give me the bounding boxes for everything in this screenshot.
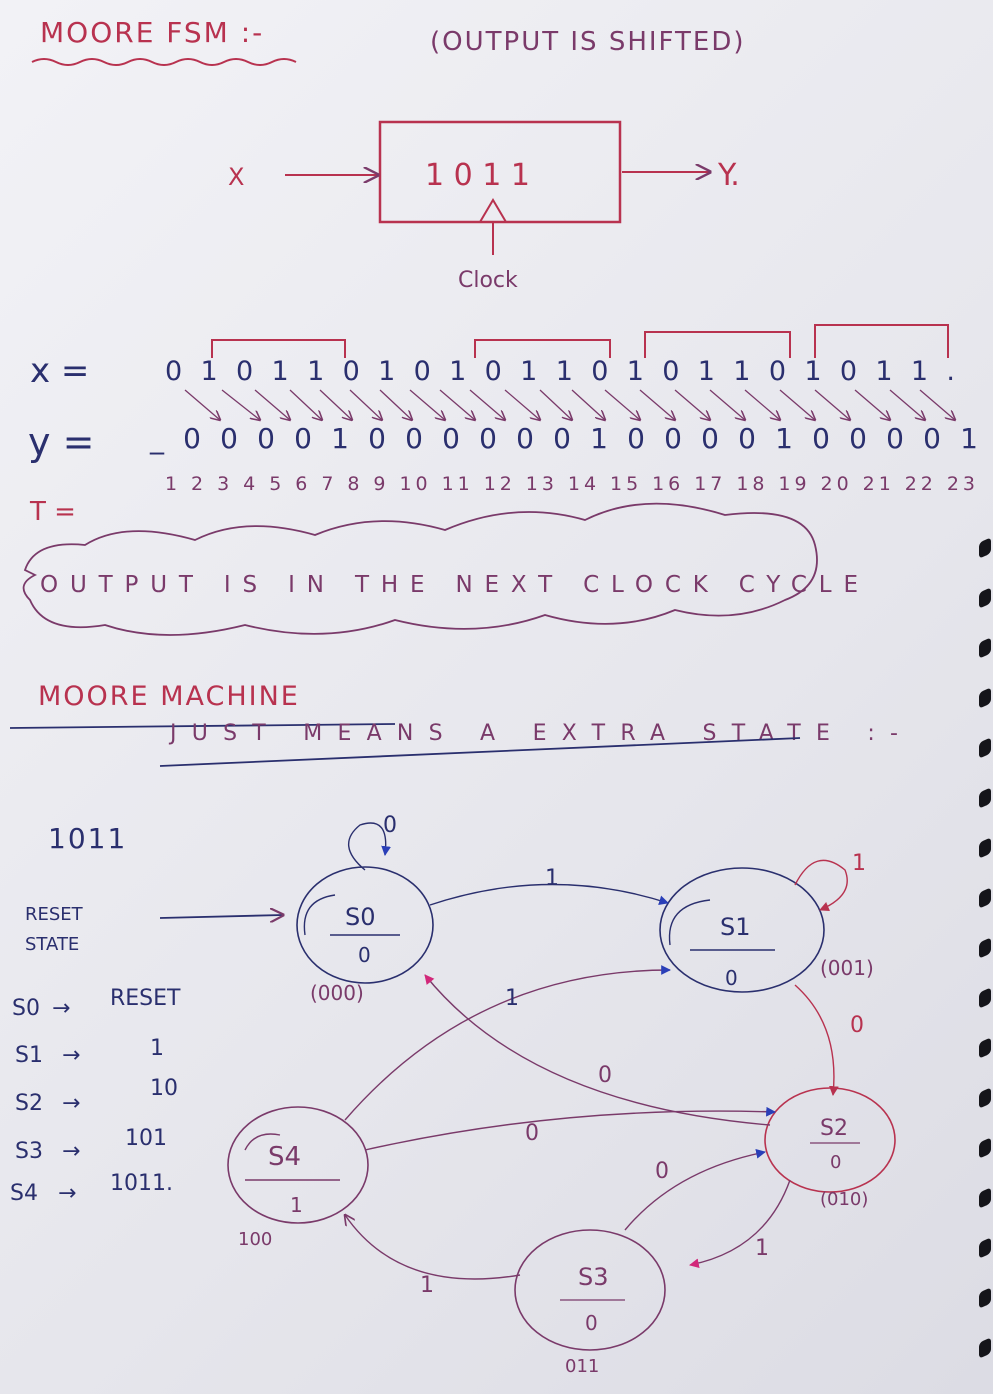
transition-label: 0 bbox=[525, 1121, 539, 1146]
clock-label: Clock bbox=[458, 268, 518, 293]
reset-label-2: STATE bbox=[25, 934, 79, 955]
transition-label: 1 bbox=[852, 851, 866, 876]
state-name: S4 bbox=[268, 1142, 301, 1172]
state-legend: S0 → RESET S1 → 1 S2 → 10 S3 → 101 S4 → … bbox=[10, 986, 181, 1206]
transition-edge bbox=[689, 1179, 791, 1269]
state-s3: S3 0 011 bbox=[514, 1229, 666, 1377]
t-sequence: 1 2 3 4 5 6 7 8 9 10 11 12 13 14 15 16 1… bbox=[165, 473, 975, 495]
transition-labels: 0 1 1 0 1 0 0 0 1 1 bbox=[383, 813, 866, 1298]
state-name: S1 bbox=[720, 913, 751, 941]
legend-meaning: RESET bbox=[110, 986, 181, 1011]
legend-meaning: 10 bbox=[150, 1076, 178, 1101]
legend-state: S0 bbox=[12, 996, 40, 1021]
state-output: 1 bbox=[290, 1193, 303, 1217]
transition-edge bbox=[794, 859, 848, 912]
page-title: MOORE FSM :- bbox=[40, 16, 264, 49]
title-underline bbox=[31, 58, 297, 66]
transition-label: 1 bbox=[755, 1236, 769, 1261]
state-code: (010) bbox=[820, 1189, 868, 1210]
heading-note: (OUTPUT IS SHIFTED) bbox=[430, 27, 746, 57]
legend-arrow: → bbox=[52, 996, 70, 1021]
state-output: 0 bbox=[585, 1311, 598, 1335]
state-output: 0 bbox=[830, 1152, 841, 1173]
legend-arrow: → bbox=[62, 1091, 80, 1116]
transition-label: 1 bbox=[420, 1273, 434, 1298]
state-code: (001) bbox=[820, 956, 874, 980]
reset-arrow bbox=[159, 915, 283, 918]
legend-state: S3 bbox=[15, 1139, 43, 1164]
state-s2: S2 0 (010) bbox=[764, 1087, 896, 1210]
transition-edge bbox=[344, 965, 671, 1121]
t-label: T = bbox=[29, 497, 76, 527]
state-s0: S0 0 (000) bbox=[296, 866, 434, 1005]
x-sequence: 0 1 0 1 1 0 1 0 1 0 1 1 0 1 0 1 1 0 1 0 … bbox=[165, 356, 955, 387]
cloud-outline bbox=[22, 502, 818, 636]
moore-heading: MOORE MACHINE bbox=[38, 681, 300, 712]
cloud-note: OUTPUT IS IN THE NEXT CLOCK CYCLE bbox=[40, 572, 860, 598]
legend-meaning: 101 bbox=[125, 1126, 167, 1151]
transition-label: 1 bbox=[505, 986, 519, 1011]
diagram-sequence: 1011 bbox=[48, 822, 127, 855]
state-name: S2 bbox=[820, 1116, 848, 1141]
state-s4: S4 1 100 bbox=[227, 1106, 369, 1250]
transition-edge bbox=[348, 822, 391, 871]
legend-arrow: → bbox=[58, 1181, 76, 1206]
state-name: S3 bbox=[578, 1263, 609, 1291]
legend-arrow: → bbox=[62, 1139, 80, 1164]
transitions bbox=[344, 822, 848, 1280]
shift-arrows bbox=[184, 389, 955, 420]
transition-label: 0 bbox=[850, 1013, 864, 1038]
transition-edge bbox=[624, 1148, 766, 1231]
transition-label: 0 bbox=[655, 1159, 669, 1184]
legend-arrow: → bbox=[62, 1043, 80, 1068]
legend-state: S2 bbox=[15, 1091, 43, 1116]
transition-edge bbox=[364, 1106, 776, 1151]
y-sequence: _ 0 0 0 0 1 0 0 0 0 0 0 1 0 0 0 0 1 0 0 … bbox=[149, 422, 978, 455]
transition-edge bbox=[794, 984, 839, 1096]
state-code: 100 bbox=[238, 1229, 272, 1250]
transition-edge bbox=[345, 1215, 521, 1280]
clock-triangle-icon bbox=[478, 198, 508, 223]
fsm-block-label: 1 0 1 1 bbox=[425, 158, 530, 193]
legend-meaning: 1 bbox=[150, 1036, 164, 1061]
legend-state: S1 bbox=[15, 1043, 43, 1068]
input-x-label: X bbox=[228, 163, 244, 191]
legend-meaning: 1011. bbox=[110, 1171, 173, 1196]
state-code: 011 bbox=[565, 1356, 599, 1377]
reset-label-1: RESET bbox=[25, 904, 84, 925]
transition-edge bbox=[424, 974, 771, 1126]
transition-label: 0 bbox=[383, 813, 397, 838]
output-y-label: Y. bbox=[717, 158, 740, 193]
state-name: S0 bbox=[345, 903, 376, 931]
y-label: y = bbox=[28, 420, 94, 464]
state-code: (000) bbox=[310, 981, 364, 1005]
transition-label: 0 bbox=[598, 1063, 612, 1088]
state-output: 0 bbox=[725, 966, 738, 990]
x-group-brackets bbox=[211, 324, 949, 358]
transition-edge bbox=[429, 883, 669, 906]
state-s1: S1 0 (001) bbox=[659, 867, 874, 993]
state-output: 0 bbox=[358, 943, 371, 967]
moore-heading-underline bbox=[9, 723, 396, 729]
legend-state: S4 bbox=[10, 1181, 38, 1206]
x-label: x = bbox=[30, 351, 89, 391]
transition-label: 1 bbox=[545, 866, 559, 891]
moore-subheading-underline bbox=[159, 737, 801, 767]
